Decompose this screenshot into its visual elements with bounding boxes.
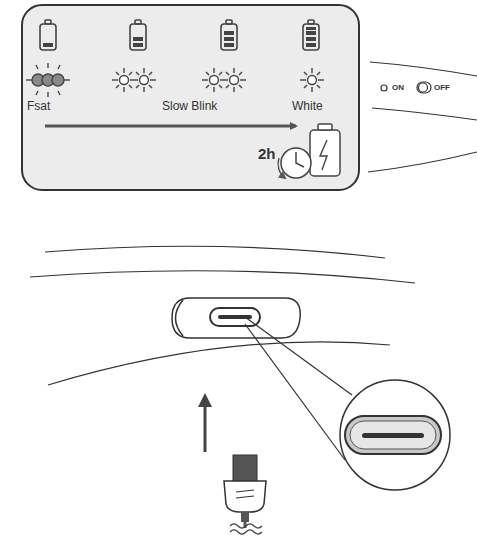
led-symbols xyxy=(26,63,324,97)
switch-label: OFF xyxy=(434,84,450,92)
charge-time-icon xyxy=(278,124,340,178)
battery-icons xyxy=(40,20,319,50)
progress-arrow xyxy=(45,125,296,128)
led-mode-label: Fsat xyxy=(27,100,50,112)
usb-c-cable xyxy=(205,400,266,534)
usb-c-port xyxy=(172,298,300,338)
led-mode-label: Slow Blink xyxy=(162,100,217,112)
battery-levels xyxy=(43,27,316,47)
device-edge xyxy=(368,62,477,172)
device-body xyxy=(30,246,415,385)
port-zoom xyxy=(245,317,450,490)
indicator-panel xyxy=(22,5,359,190)
led-mode-label: White xyxy=(292,100,323,112)
switch-label: ON xyxy=(392,84,404,92)
charge-time: 2h xyxy=(258,146,276,161)
